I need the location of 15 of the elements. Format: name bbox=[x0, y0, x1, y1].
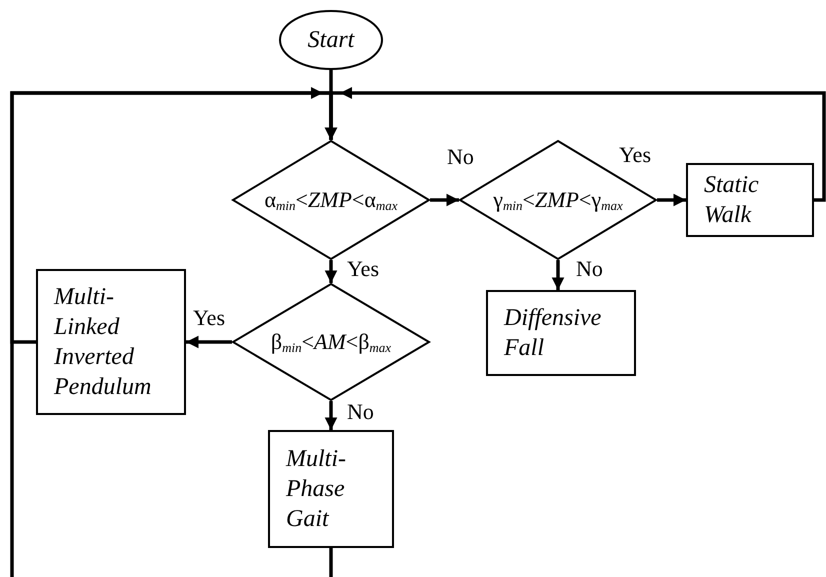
process-box bbox=[36, 269, 186, 415]
node-label: Multi- Phase Gait bbox=[286, 445, 347, 534]
decision-diamond bbox=[232, 140, 430, 260]
start-ellipse bbox=[279, 10, 383, 70]
process-box bbox=[268, 430, 394, 548]
condition-text: γ$_{min}$<ZMP<γ$_{max}$ bbox=[493, 186, 623, 214]
process-box bbox=[486, 290, 636, 376]
decision-diamond bbox=[232, 283, 430, 401]
node-label: Static Walk bbox=[704, 171, 760, 230]
node-label: Diffensive Fall bbox=[504, 304, 602, 363]
process-box bbox=[686, 163, 814, 237]
node-label: Start bbox=[308, 26, 354, 55]
condition-text: β$_{min}$<AM<β$_{max}$ bbox=[270, 328, 392, 356]
condition-text: α$_{min}$<ZMP<α$_{max}$ bbox=[264, 186, 398, 214]
node-label: Multi- Linked Inverted Pendulum bbox=[54, 283, 152, 402]
